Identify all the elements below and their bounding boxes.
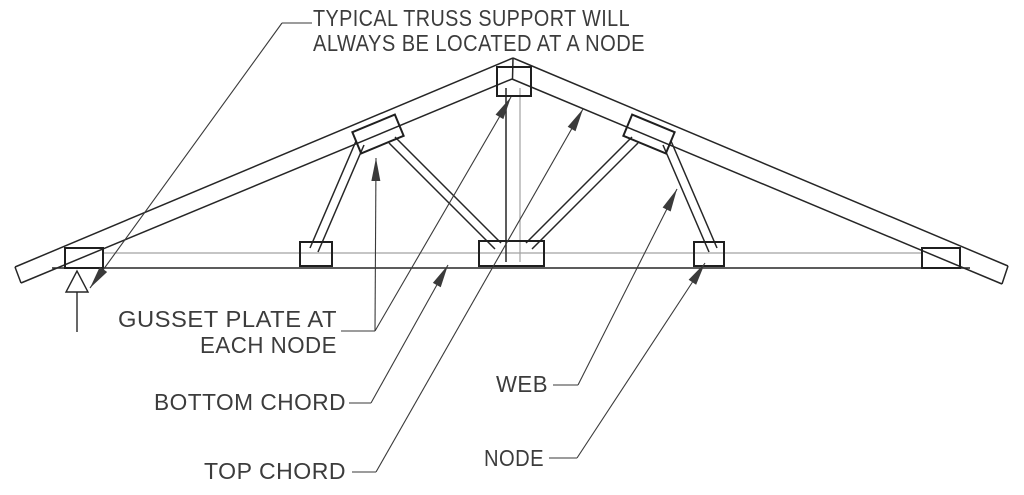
note-truss-support-line2: ALWAYS BE LOCATED AT A NODE bbox=[313, 30, 645, 56]
support-arrow bbox=[64, 269, 90, 332]
label-node: NODE bbox=[484, 445, 544, 471]
label-web: WEB bbox=[496, 371, 548, 397]
gusset-plate-apex bbox=[496, 66, 532, 97]
web-right-vertical bbox=[662, 140, 718, 253]
web-left-diagonal bbox=[388, 136, 502, 250]
gusset-plate-bottom-center bbox=[478, 240, 545, 267]
top-chord-right-member bbox=[511, 57, 1009, 285]
leader-node bbox=[549, 262, 706, 459]
leader-web bbox=[553, 188, 678, 386]
gusset-plate-right-heel bbox=[921, 247, 961, 269]
label-gusset-plate-line1: GUSSET PLATE AT bbox=[118, 306, 337, 332]
label-top-chord: TOP CHORD bbox=[204, 458, 346, 484]
gusset-plate-bottom-right bbox=[693, 241, 725, 267]
label-bottom-chord: BOTTOM CHORD bbox=[154, 389, 346, 415]
gusset-plate-bottom-left bbox=[299, 241, 333, 267]
leader-top-chord bbox=[352, 108, 584, 473]
bottom-chord-member bbox=[52, 252, 970, 269]
label-gusset-plate-line2: EACH NODE bbox=[200, 332, 337, 358]
king-post-web bbox=[505, 88, 521, 262]
gusset-plate-right-panel bbox=[622, 113, 676, 155]
top-chord-left-member bbox=[14, 57, 514, 284]
apex-butt-joint bbox=[511, 57, 514, 80]
leader-bottom-chord bbox=[349, 264, 449, 404]
gusset-plate-left-panel bbox=[351, 113, 405, 155]
leader-truss-support bbox=[89, 22, 312, 289]
web-right-diagonal bbox=[525, 136, 639, 250]
web-left-vertical bbox=[309, 140, 365, 253]
gusset-plate-left-heel bbox=[64, 247, 104, 269]
note-truss-support-line1: TYPICAL TRUSS SUPPORT WILL bbox=[313, 5, 630, 31]
leader-gusset-plate bbox=[341, 96, 512, 332]
